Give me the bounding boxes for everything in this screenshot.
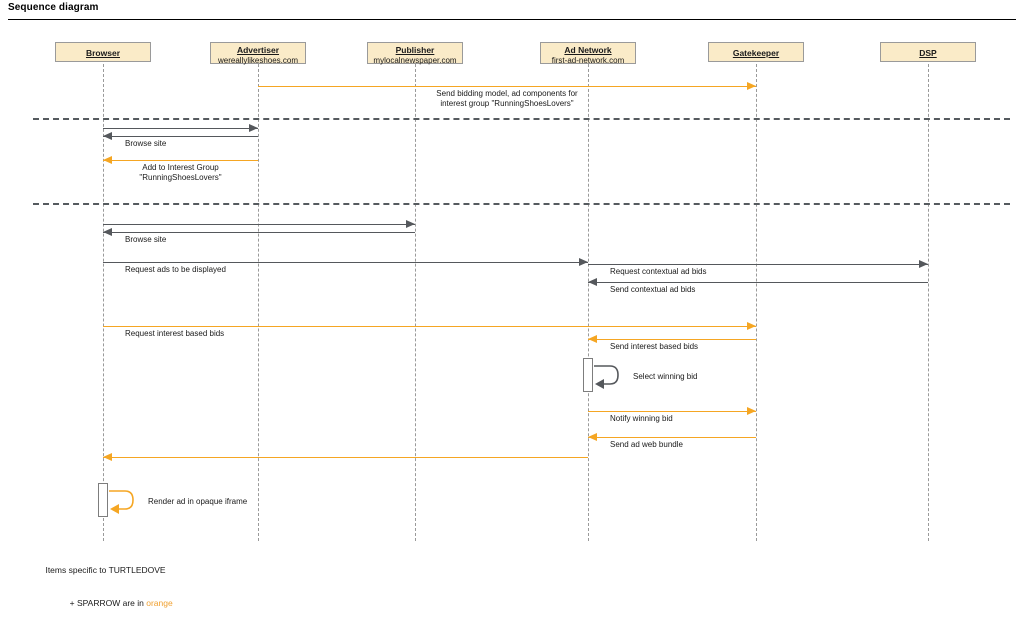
legend-line-1: Items specific to TURTLEDOVE — [45, 565, 166, 575]
message-arrowhead-m10 — [747, 322, 756, 330]
participant-subtitle-adnetwork: first-ad-network.com — [551, 55, 625, 65]
participant-name-gatekeeper: Gatekeeper — [732, 48, 780, 58]
message-label-m4: Add to Interest Group "RunningShoesLover… — [139, 163, 222, 182]
activation-box-s1 — [583, 358, 593, 392]
message-label-m9: Send contextual ad bids — [610, 285, 696, 294]
participant-name-dsp: DSP — [919, 48, 937, 58]
page-title: Sequence diagram — [8, 2, 99, 13]
lifeline-publisher — [415, 64, 416, 541]
participant-subtitle-publisher: mylocalnewspaper.com — [373, 55, 457, 65]
message-label-m6: Browse site — [125, 235, 167, 244]
section-separator-sep-1 — [33, 118, 1010, 120]
self-call-label-s2: Render ad in opaque iframe — [148, 497, 248, 506]
self-call-loop-s2 — [107, 487, 141, 522]
message-arrowhead-m6 — [103, 228, 112, 236]
message-line-m7 — [103, 262, 588, 263]
message-line-m2 — [103, 128, 258, 129]
participant-name-advertiser: Advertiser — [236, 45, 280, 55]
message-line-m4 — [103, 160, 258, 161]
participant-name-adnetwork: Ad Network — [564, 45, 612, 55]
message-line-m10 — [103, 326, 756, 327]
message-line-m8 — [588, 264, 928, 265]
message-line-m13 — [588, 437, 756, 438]
message-label-m7: Request ads to be displayed — [125, 265, 226, 274]
participant-gatekeeper[interactable]: Gatekeeper — [708, 42, 804, 62]
message-line-m6 — [103, 232, 415, 233]
message-line-m14 — [103, 457, 588, 458]
participant-subtitle-advertiser: wereallylikeshoes.com — [217, 55, 299, 65]
activation-box-s2 — [98, 483, 108, 517]
message-line-m1 — [258, 86, 756, 87]
participant-browser[interactable]: Browser — [55, 42, 151, 62]
participant-dsp[interactable]: DSP — [880, 42, 976, 62]
message-label-m10: Request interest based bids — [125, 329, 225, 338]
message-label-m11: Send interest based bids — [610, 342, 699, 351]
legend: Items specific to TURTLEDOVE + SPARROW a… — [36, 554, 173, 631]
section-separator-sep-2 — [33, 203, 1010, 205]
message-arrowhead-m4 — [103, 156, 112, 164]
message-line-m3 — [103, 136, 258, 137]
message-arrowhead-m2 — [249, 124, 258, 132]
message-arrowhead-m14 — [103, 453, 112, 461]
message-arrowhead-m5 — [406, 220, 415, 228]
title-divider — [8, 19, 1016, 20]
lifeline-adnetwork — [588, 64, 589, 541]
participant-name-publisher: Publisher — [395, 45, 435, 55]
self-call-loop-s1 — [592, 362, 626, 397]
message-arrowhead-m3 — [103, 132, 112, 140]
lifeline-dsp — [928, 64, 929, 541]
message-label-m3: Browse site — [125, 139, 167, 148]
message-arrowhead-m7 — [579, 258, 588, 266]
lifeline-gatekeeper — [756, 64, 757, 541]
message-label-m1: Send bidding model, ad components for in… — [436, 89, 578, 108]
message-line-m5 — [103, 224, 415, 225]
message-arrowhead-m1 — [747, 82, 756, 90]
lifeline-browser — [103, 64, 104, 541]
message-line-m12 — [588, 411, 756, 412]
message-label-m13: Send ad web bundle — [610, 440, 683, 449]
message-label-m8: Request contextual ad bids — [610, 267, 707, 276]
participant-name-browser: Browser — [85, 48, 120, 58]
self-call-label-s1: Select winning bid — [633, 372, 698, 381]
message-arrowhead-m8 — [919, 260, 928, 268]
lifeline-advertiser — [258, 64, 259, 541]
message-line-m11 — [588, 339, 756, 340]
legend-accent-word: orange — [146, 598, 173, 608]
message-arrowhead-m12 — [747, 407, 756, 415]
message-arrowhead-m13 — [588, 433, 597, 441]
message-label-m12: Notify winning bid — [610, 414, 673, 423]
message-arrowhead-m11 — [588, 335, 597, 343]
message-arrowhead-m9 — [588, 278, 597, 286]
legend-line-2-prefix: + SPARROW are in — [69, 598, 147, 608]
message-line-m9 — [588, 282, 928, 283]
